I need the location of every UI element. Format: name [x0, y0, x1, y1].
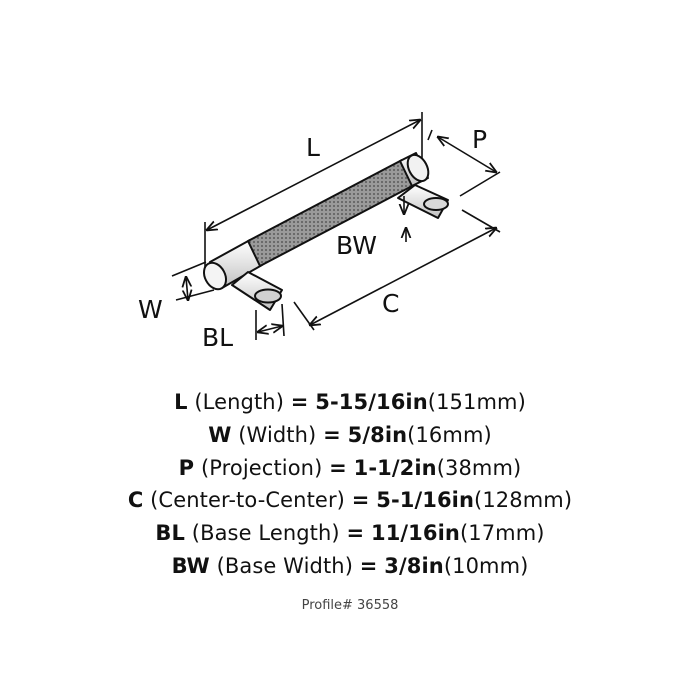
dimension-w — [171, 261, 215, 300]
spec-row-base-length: BL (Base Length) = 11/16in(17mm) — [155, 521, 545, 546]
label-w: W — [138, 295, 163, 324]
cabinet-pull-diagram: L P BW C W BL — [138, 112, 501, 352]
label-c: C — [382, 289, 399, 318]
dimension-p — [427, 129, 501, 197]
spec-row-center-to-center: C (Center-to-Center) = 5-1/16in(128mm) — [127, 488, 573, 513]
spec-row-width: W (Width) = 5/8in(16mm) — [208, 422, 492, 447]
profile-number: Profile# 36558 — [301, 598, 399, 613]
spec-row-projection: P (Projection) = 1-1/2in(38mm) — [178, 455, 522, 480]
dimension-spec-list: L (Length) = 5-15/16in(151mm) W (Width) … — [0, 386, 700, 583]
spec-row-length: L (Length) = 5-15/16in(151mm) — [174, 390, 526, 414]
label-bw: BW — [336, 231, 377, 260]
dimension-l — [205, 112, 422, 268]
dimension-bl — [255, 303, 285, 340]
label-p: P — [472, 125, 487, 154]
label-l: L — [306, 133, 320, 162]
pull-handle-illustration — [202, 152, 449, 311]
label-bl: BL — [202, 323, 233, 352]
dimension-c — [293, 209, 501, 331]
spec-row-base-width: BW (Base Width) = 3/8in(10mm) — [171, 553, 529, 578]
